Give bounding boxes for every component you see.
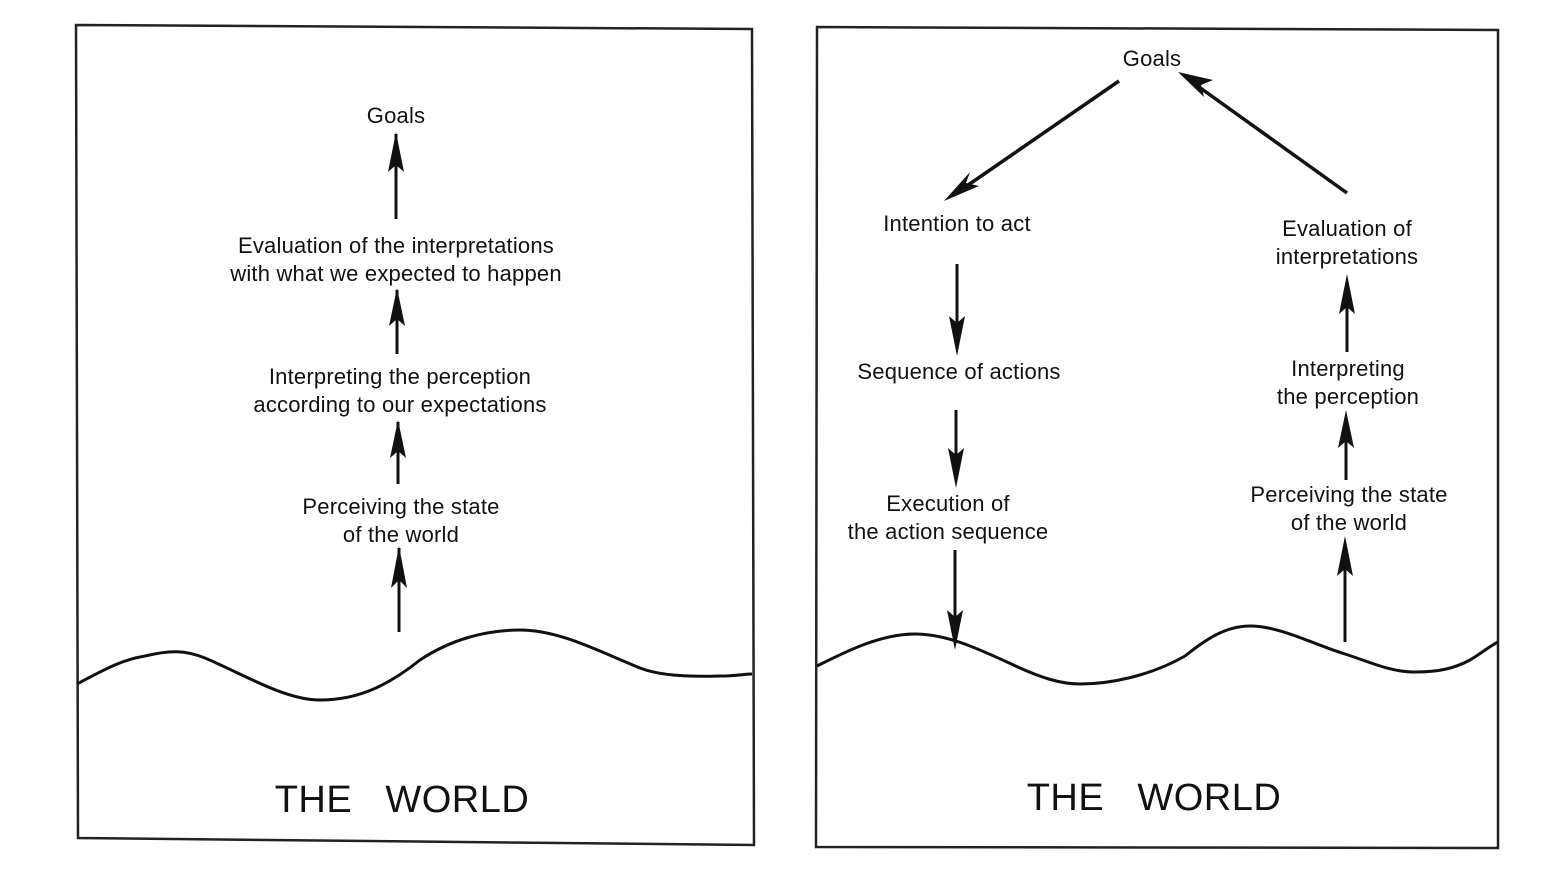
left-perceiving-line-2: of the world bbox=[342, 522, 460, 547]
left-goals-label: Goals bbox=[366, 103, 426, 128]
right-panel bbox=[814, 25, 1500, 850]
left-arrowhead-3 bbox=[389, 288, 405, 326]
left-perceiving-label: Perceiving the state of the world bbox=[302, 493, 499, 549]
right-arrowhead-6 bbox=[1339, 274, 1355, 314]
right-arrow-goals-to-intention bbox=[957, 79, 1120, 194]
left-perceiving-line-1: Perceiving the state bbox=[302, 494, 500, 519]
right-arrow-evaluation-to-goals bbox=[1190, 80, 1349, 195]
left-interpreting-label: Interpreting the perception according to… bbox=[253, 363, 546, 419]
left-interpreting-line-2: according to our expectations bbox=[253, 392, 547, 417]
right-arrowhead-2 bbox=[948, 448, 964, 488]
right-perceiving-line-1: Perceiving the state bbox=[1250, 482, 1448, 507]
left-panel-border bbox=[74, 23, 756, 847]
left-evaluation-line-1: Evaluation of the interpretations bbox=[237, 233, 555, 258]
left-world-surface bbox=[76, 628, 753, 702]
right-panel-border bbox=[814, 25, 1500, 850]
right-sequence-label: Sequence of actions bbox=[857, 359, 1061, 384]
right-interpreting-line-2: the perception bbox=[1276, 384, 1420, 409]
right-execution-label: Execution of the action sequence bbox=[848, 490, 1049, 546]
right-interpreting-label: Interpreting the perception bbox=[1277, 355, 1419, 411]
right-perceiving-line-2: of the world bbox=[1290, 510, 1408, 535]
right-arrowhead-1 bbox=[949, 316, 965, 356]
right-arrowhead-goals-to-intention bbox=[944, 172, 979, 201]
left-interpreting-line-1: Interpreting the perception bbox=[268, 364, 532, 389]
right-arrowhead-evaluation-to-goals bbox=[1178, 72, 1213, 97]
left-arrowhead-1 bbox=[391, 546, 407, 588]
right-arrowhead-3 bbox=[947, 610, 963, 650]
left-evaluation-line-2: with what we expected to happen bbox=[230, 261, 562, 286]
left-arrowhead-2 bbox=[390, 420, 406, 458]
right-execution-line-2: the action sequence bbox=[847, 519, 1049, 544]
left-arrowhead-4 bbox=[388, 132, 404, 172]
right-evaluation-line-1: Evaluation of bbox=[1282, 216, 1412, 241]
left-evaluation-label: Evaluation of the interpretations with w… bbox=[230, 232, 562, 288]
left-world-label: THE WORLD bbox=[274, 779, 530, 821]
right-perceiving-label: Perceiving the state of the world bbox=[1250, 481, 1447, 537]
right-interpreting-line-1: Interpreting bbox=[1291, 356, 1405, 381]
right-goals-label: Goals bbox=[1122, 46, 1182, 71]
right-evaluation-line-2: interpretations bbox=[1275, 244, 1419, 269]
left-panel bbox=[74, 23, 756, 847]
right-execution-line-1: Execution of bbox=[886, 491, 1010, 516]
right-intention-label: Intention to act bbox=[883, 211, 1031, 236]
right-arrowhead-4 bbox=[1337, 536, 1353, 576]
right-arrowhead-5 bbox=[1338, 410, 1354, 448]
right-world-surface bbox=[816, 624, 1499, 686]
right-world-label: THE WORLD bbox=[1026, 777, 1282, 819]
right-evaluation-label: Evaluation of interpretations bbox=[1276, 215, 1418, 271]
